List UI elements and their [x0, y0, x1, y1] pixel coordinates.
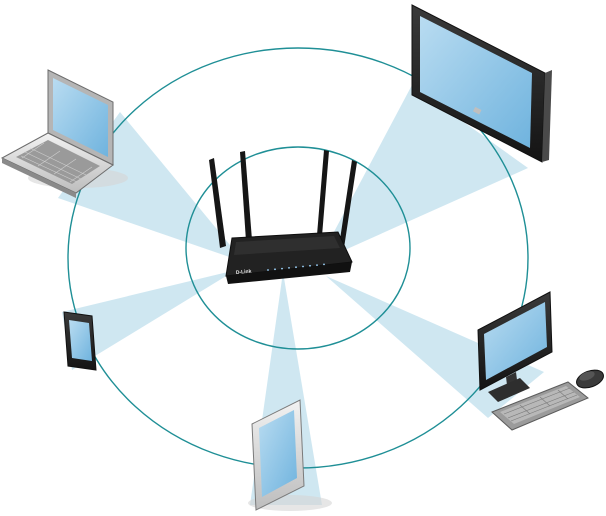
router-brand-label: D-Link: [236, 269, 252, 276]
tablet-small-icon: [63, 311, 97, 371]
beam-tv: [318, 85, 528, 262]
inner-coverage-ring: [185, 146, 411, 350]
tablet-large-icon: [248, 399, 332, 511]
desktop-pc-icon: [477, 291, 604, 431]
beam-small-tablet: [62, 270, 236, 370]
antenna: [317, 150, 329, 236]
antenna: [209, 158, 226, 248]
mouse-icon: [576, 369, 604, 389]
router-icon: D-Link: [209, 150, 357, 284]
tv-icon: [411, 4, 552, 163]
router-status-leds: [267, 263, 325, 271]
antenna: [240, 151, 252, 241]
keyboard-icon: [491, 381, 589, 431]
antenna: [339, 160, 357, 248]
laptop-icon: [0, 69, 128, 198]
